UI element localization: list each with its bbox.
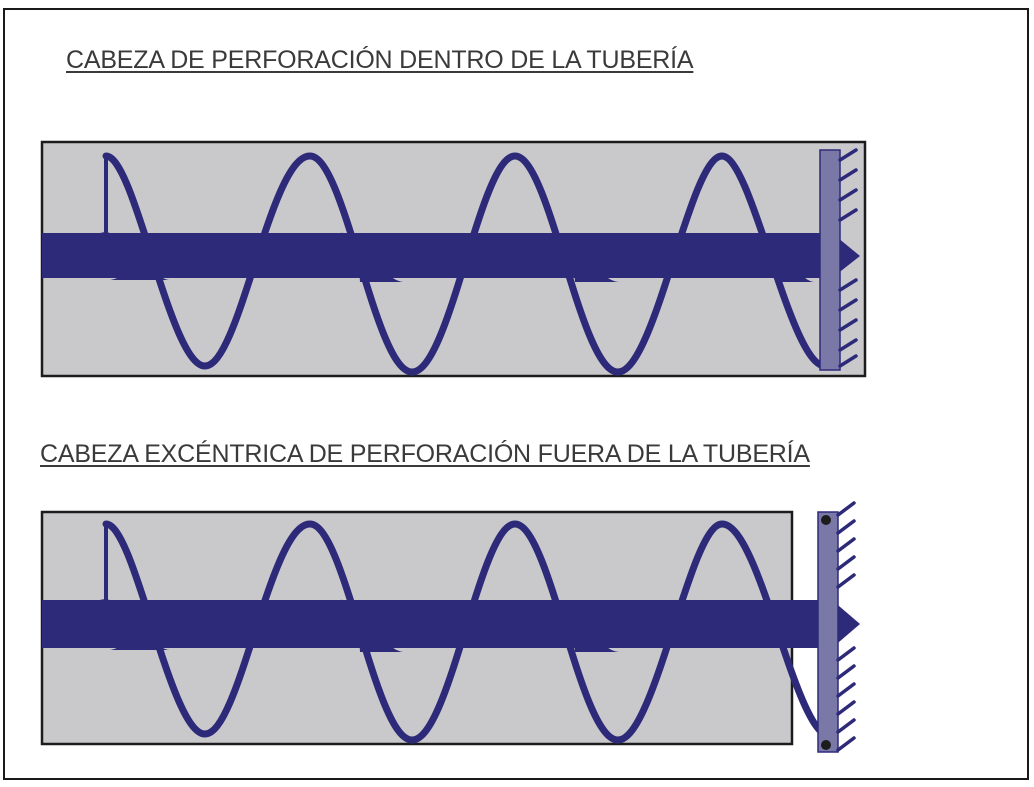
auger-shaft [42, 600, 832, 648]
panel-top-caption: CABEZA DE PERFORACIÓN DENTRO DE LA TUBER… [66, 46, 694, 74]
drill-bit-tip [832, 600, 860, 648]
plate-rivet [821, 515, 831, 525]
shaft-twist [555, 232, 620, 282]
eccentric-cutting-head-plate [817, 511, 839, 753]
shaft-twist [100, 599, 170, 650]
cutting-head-plate [819, 149, 841, 371]
panel-bottom-diagram [40, 501, 860, 753]
panel-bottom-caption: CABEZA EXCÉNTRICA DE PERFORACIÓN FUERA D… [40, 440, 810, 468]
auger-flight [102, 520, 834, 744]
cutter-teeth [836, 501, 856, 752]
flight-start-post [104, 158, 108, 234]
flight-start-post [104, 526, 108, 602]
auger-shaft [42, 233, 832, 278]
shaft-twist [555, 599, 620, 652]
plate-rivet [821, 740, 831, 750]
panel-top-diagram [40, 140, 867, 378]
shaft-twist [760, 232, 815, 282]
shaft-twist [100, 232, 170, 280]
auger-flight [102, 152, 829, 376]
cutter-teeth [838, 148, 858, 368]
